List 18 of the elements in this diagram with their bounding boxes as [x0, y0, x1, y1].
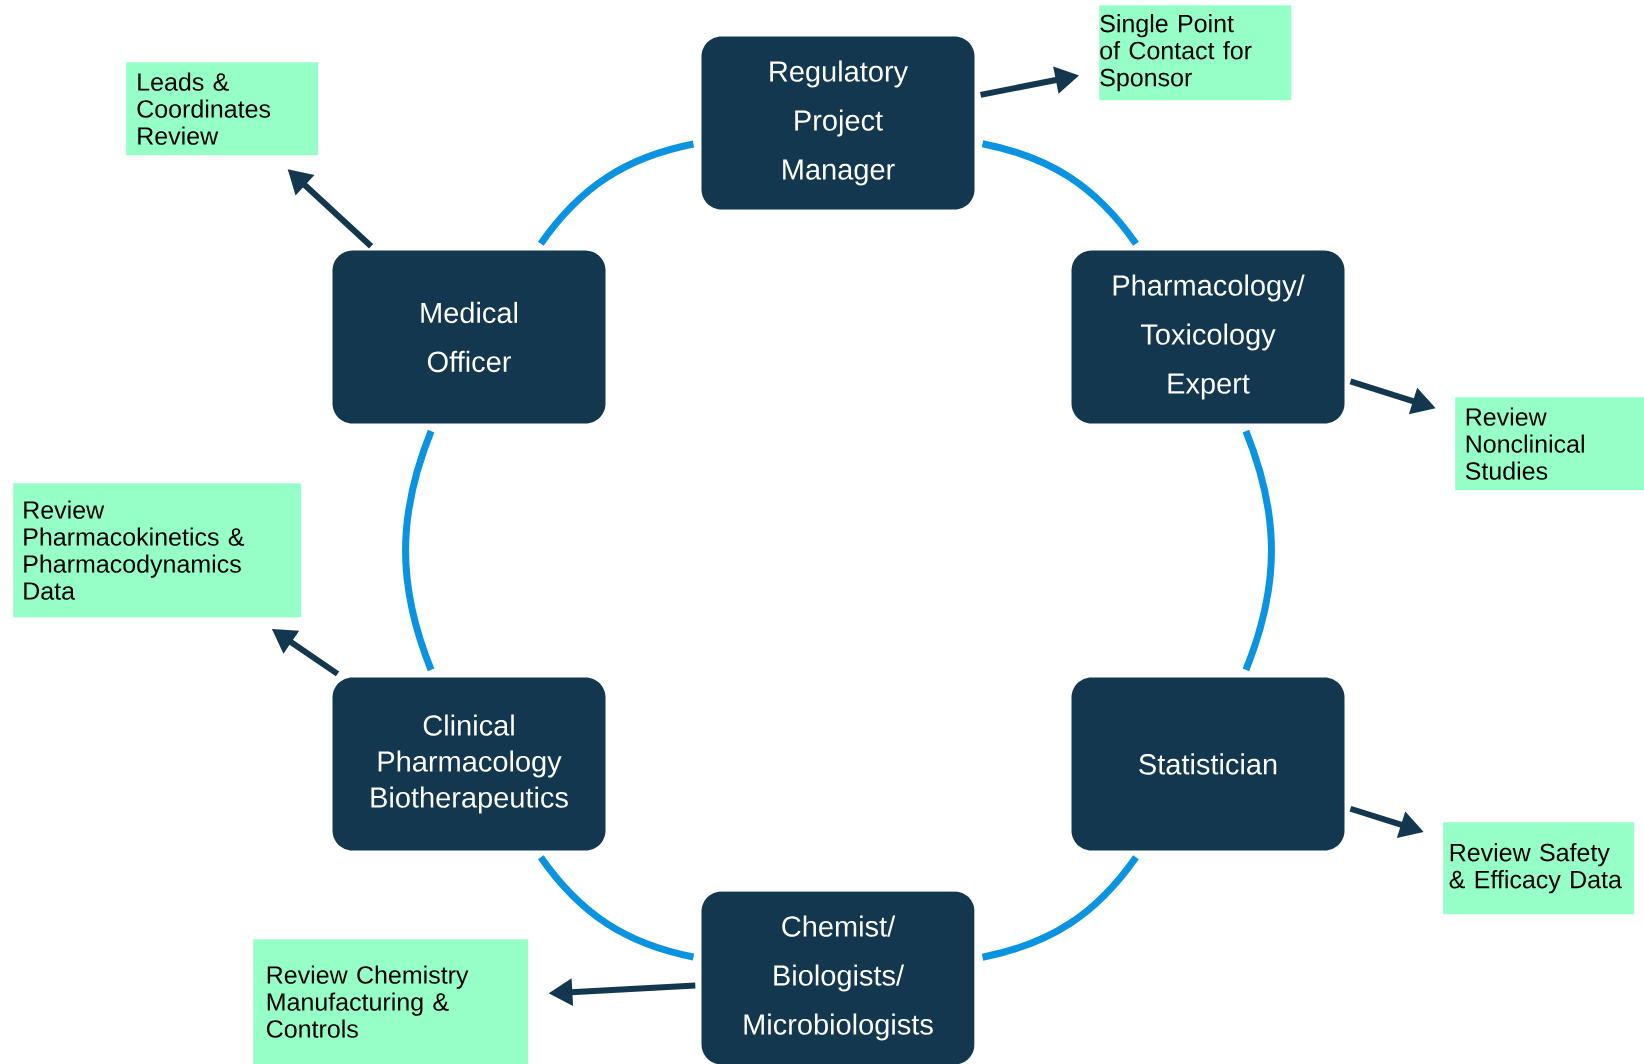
note-box: Single Point of Contact for Sponsor [1099, 5, 1292, 101]
ring-arc [402, 429, 435, 672]
ring-arc [1242, 429, 1275, 672]
note-box: Review Safety & Efficacy Data [1443, 822, 1635, 915]
role-box: Clinical Pharmacology Biotherapeutics [332, 677, 606, 851]
ring-arc [538, 140, 695, 246]
role-box: Pharmacology/ Toxicology Expert [1071, 250, 1345, 424]
role-box: Regulatory Project Manager [701, 36, 975, 210]
ring-arc [981, 855, 1139, 961]
note-box: Leads & Coordinates Review [126, 62, 319, 156]
note-box: Review Chemistry Manufacturing & Controls [253, 939, 529, 1064]
note-box: Review Pharmacokinetics & Pharmacodynamics Data [13, 483, 302, 618]
role-box: Chemist/ Biologists/ Microbiologists [701, 891, 975, 1064]
ring-arc [538, 855, 695, 961]
role-box: Statistician [1071, 677, 1345, 851]
note-box: Review Nonclinical Studies [1455, 397, 1644, 491]
ring-arc [981, 140, 1139, 246]
role-box: Medical Officer [332, 250, 606, 424]
